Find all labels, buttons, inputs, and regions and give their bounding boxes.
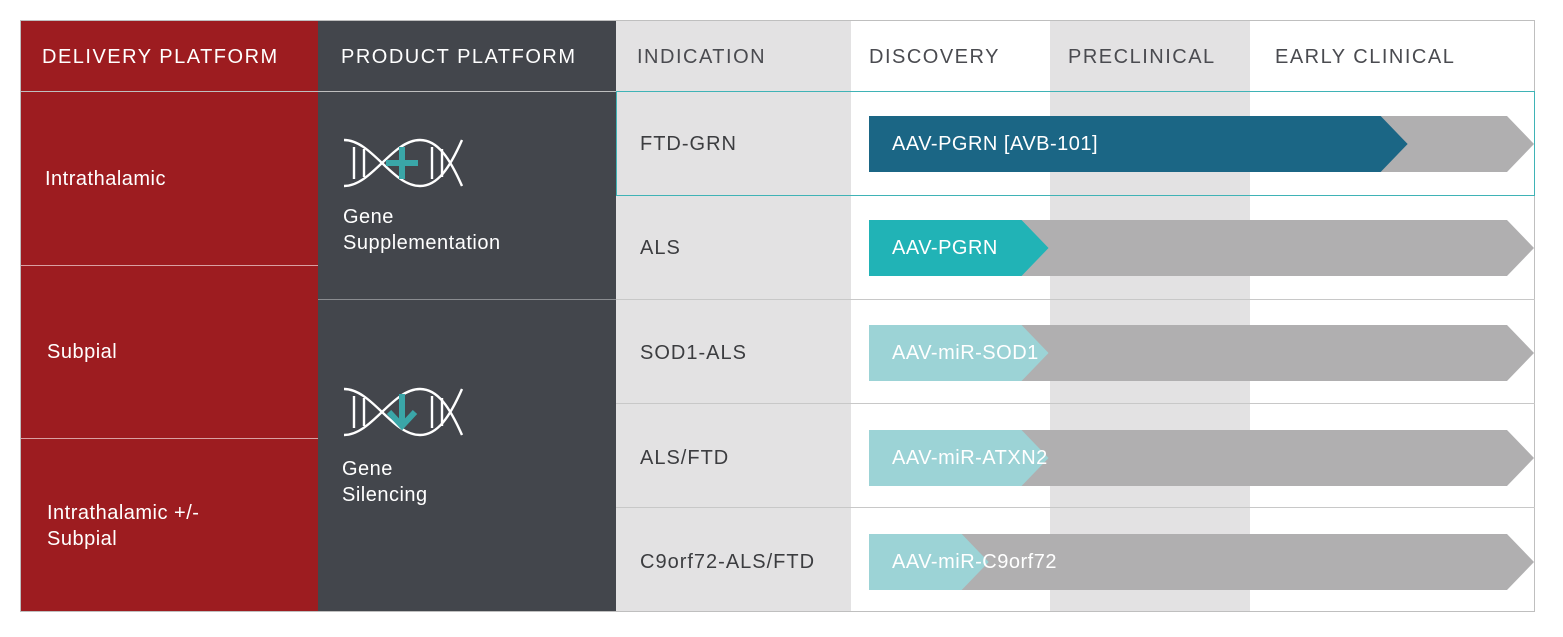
track-arrow xyxy=(869,325,1534,381)
row-divider xyxy=(616,403,1535,404)
delivery-column xyxy=(21,21,318,611)
dna-plus-icon xyxy=(343,138,464,188)
indication-label: ALS/FTD xyxy=(640,447,730,469)
program-label: AAV-PGRN xyxy=(892,237,998,259)
header-early-clinical: EARLY CLINICAL xyxy=(1275,45,1456,68)
program-label: AAV-miR-ATXN2 xyxy=(892,447,1048,469)
delivery-label-intrathalamic: Intrathalamic xyxy=(45,168,166,190)
program-label: AAV-miR-SOD1 xyxy=(892,342,1039,364)
program-arrow xyxy=(869,325,1534,381)
track-arrow xyxy=(869,430,1534,486)
track-arrow xyxy=(869,220,1534,276)
product-label-gene-supplementation: Gene Supplementation xyxy=(343,206,501,254)
indication-label: SOD1-ALS xyxy=(640,342,747,364)
progress-arrow xyxy=(869,220,1049,276)
header-product-platform: PRODUCT PLATFORM xyxy=(341,45,577,68)
delivery-divider xyxy=(21,265,318,266)
highlighted-row-outline xyxy=(616,91,1535,196)
header-delivery-platform: DELIVERY PLATFORM xyxy=(42,45,279,68)
dna-down-arrow-icon xyxy=(343,387,464,437)
program-arrow xyxy=(869,534,1534,590)
progress-arrow xyxy=(869,325,1049,381)
product-label-gene-silencing: Gene Silencing xyxy=(342,458,428,506)
delivery-label-intrathalamic-subpial: Intrathalamic +/- Subpial xyxy=(47,502,200,550)
product-divider xyxy=(318,299,616,300)
track-arrow xyxy=(869,534,1534,590)
progress-arrow xyxy=(869,116,1408,172)
program-label: AAV-miR-C9orf72 xyxy=(892,551,1057,573)
pipeline-chart xyxy=(20,20,1535,612)
delivery-label-subpial: Subpial xyxy=(47,341,118,363)
program-arrow xyxy=(869,220,1534,276)
row-divider xyxy=(616,507,1535,508)
indication-label: ALS xyxy=(640,237,681,259)
product-column xyxy=(318,21,616,611)
indication-label: C9orf72-ALS/FTD xyxy=(640,551,816,573)
header-preclinical: PRECLINICAL xyxy=(1068,45,1216,68)
indication-label: FTD-GRN xyxy=(640,133,737,155)
progress-arrow xyxy=(869,534,989,590)
header-discovery: DISCOVERY xyxy=(869,45,1000,68)
delivery-divider xyxy=(21,438,318,439)
progress-arrow xyxy=(869,430,1049,486)
indication-column xyxy=(616,21,851,611)
program-arrow xyxy=(869,116,1534,172)
program-arrow xyxy=(869,430,1534,486)
header-indication: INDICATION xyxy=(637,45,767,68)
row-divider xyxy=(616,299,1535,300)
program-label: AAV-PGRN [AVB-101] xyxy=(892,133,1099,155)
